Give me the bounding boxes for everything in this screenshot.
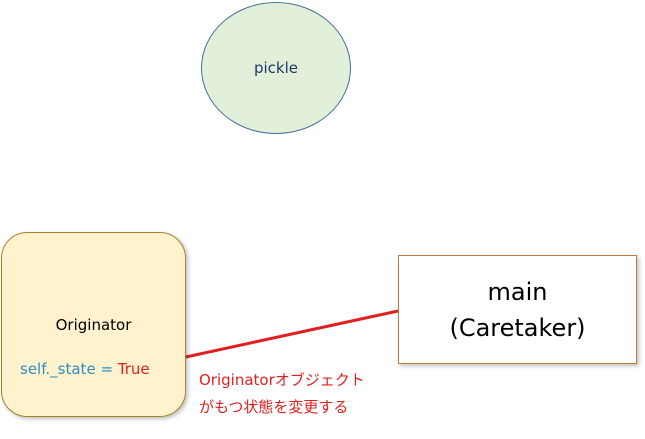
pickle-label: pickle — [253, 59, 299, 77]
main-label: main — [487, 277, 548, 306]
originator-title: Originator — [55, 316, 132, 334]
annotation-line-2: がもつ状態を変更する — [199, 398, 349, 416]
state-equals: = — [95, 360, 118, 378]
main-caretaker-node: main (Caretaker) — [398, 255, 637, 364]
state-line: self._state = True — [20, 360, 150, 378]
change-state-arrow — [170, 309, 399, 364]
state-attribute: self._state — [20, 360, 96, 378]
annotation-line-1: Originatorオブジェクト — [199, 371, 365, 389]
state-value: True — [117, 360, 150, 378]
pickle-node: pickle — [201, 2, 351, 134]
arrow-annotation: Originatorオブジェクト がもつ状態を変更する — [199, 367, 365, 421]
originator-node: Originator self._state = True — [1, 232, 186, 417]
caretaker-label: (Caretaker) — [449, 313, 586, 342]
